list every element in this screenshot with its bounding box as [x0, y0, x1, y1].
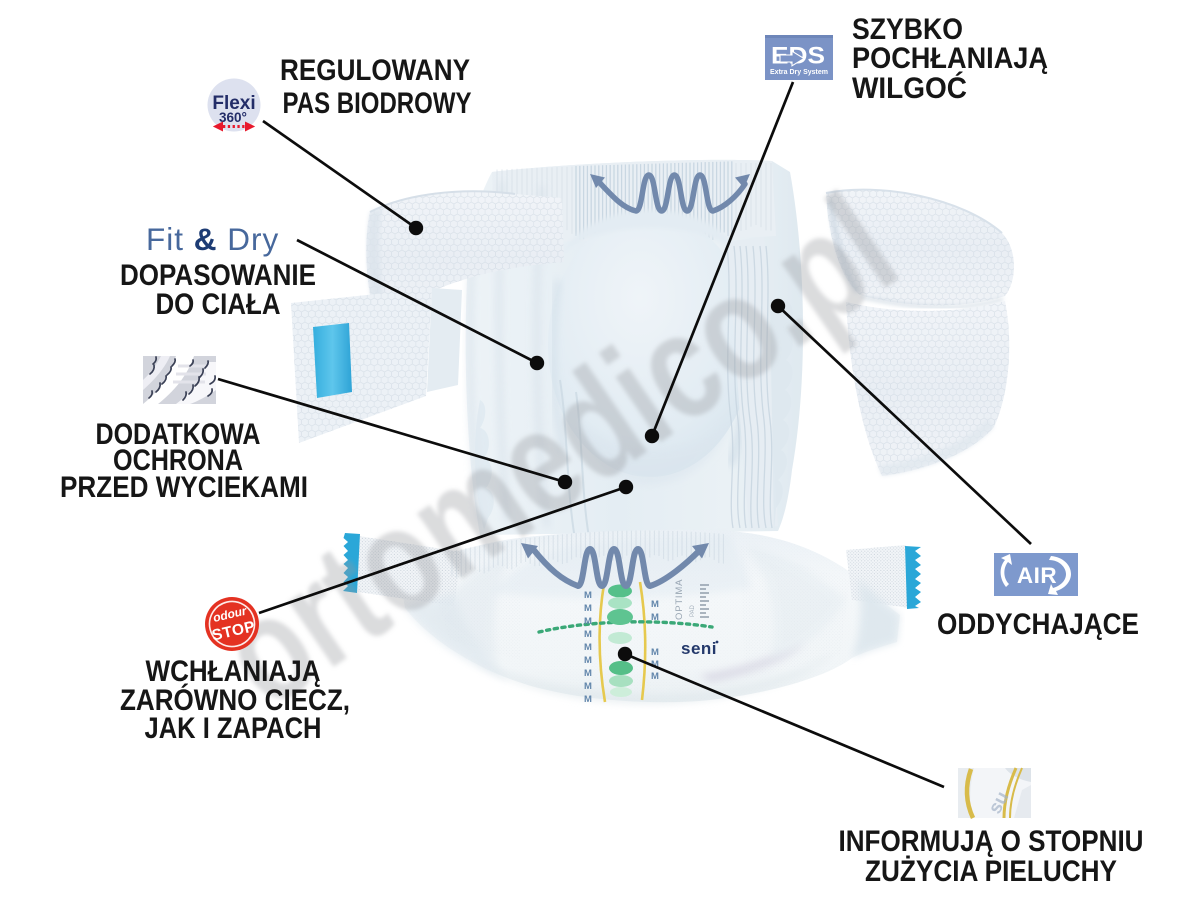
- svg-text:PAS BIODROWY: PAS BIODROWY: [283, 87, 472, 120]
- svg-text:M: M: [584, 629, 592, 640]
- svg-text:WILGOĆ: WILGOĆ: [852, 71, 967, 105]
- svg-text:ZARÓWNO CIECZ,: ZARÓWNO CIECZ,: [120, 683, 350, 717]
- svg-text:M: M: [584, 655, 592, 666]
- svg-text:M: M: [651, 671, 659, 682]
- svg-text:M: M: [651, 659, 659, 670]
- svg-text:M: M: [584, 590, 592, 601]
- svg-text:INFORMUJĄ O STOPNIU: INFORMUJĄ O STOPNIU: [839, 825, 1144, 858]
- svg-text:DODATKOWA: DODATKOWA: [96, 418, 261, 451]
- svg-text:JAK I ZAPACH: JAK I ZAPACH: [145, 712, 322, 745]
- svg-text:REGULOWANY: REGULOWANY: [280, 54, 470, 87]
- svg-text:Flexi: Flexi: [212, 93, 255, 114]
- svg-text:seni: seni: [681, 639, 717, 658]
- svg-text:POCHŁANIAJĄ: POCHŁANIAJĄ: [852, 42, 1048, 75]
- svg-text:M: M: [651, 599, 659, 610]
- svg-text:PRZED WYCIEKAMI: PRZED WYCIEKAMI: [60, 471, 308, 504]
- svg-text:M: M: [651, 612, 659, 623]
- svg-text:M: M: [584, 603, 592, 614]
- svg-text:PAD: PAD: [690, 604, 696, 617]
- svg-text:M: M: [584, 642, 592, 653]
- svg-text:WCHŁANIAJĄ: WCHŁANIAJĄ: [146, 655, 321, 688]
- svg-text:M: M: [584, 694, 592, 705]
- svg-text:OPTIMA: OPTIMA: [674, 579, 685, 620]
- svg-text:ZUŻYCIA PIELUCHY: ZUŻYCIA PIELUCHY: [865, 855, 1117, 888]
- svg-text:M: M: [584, 616, 592, 627]
- svg-text:M: M: [651, 647, 659, 658]
- svg-text:DO CIAŁA: DO CIAŁA: [156, 288, 281, 321]
- svg-text:OCHRONA: OCHRONA: [113, 444, 243, 477]
- svg-text:Fit & Dry: Fit & Dry: [146, 221, 279, 257]
- svg-text:AIR: AIR: [1017, 563, 1057, 588]
- svg-text:ODDYCHAJĄCE: ODDYCHAJĄCE: [937, 608, 1139, 641]
- svg-text:M: M: [584, 681, 592, 692]
- svg-text:DOPASOWANIE: DOPASOWANIE: [120, 259, 316, 292]
- svg-text:SZYBKO: SZYBKO: [852, 13, 963, 46]
- svg-text:Extra Dry System: Extra Dry System: [770, 67, 828, 76]
- svg-text:M: M: [584, 668, 592, 679]
- svg-text:360°: 360°: [219, 110, 247, 125]
